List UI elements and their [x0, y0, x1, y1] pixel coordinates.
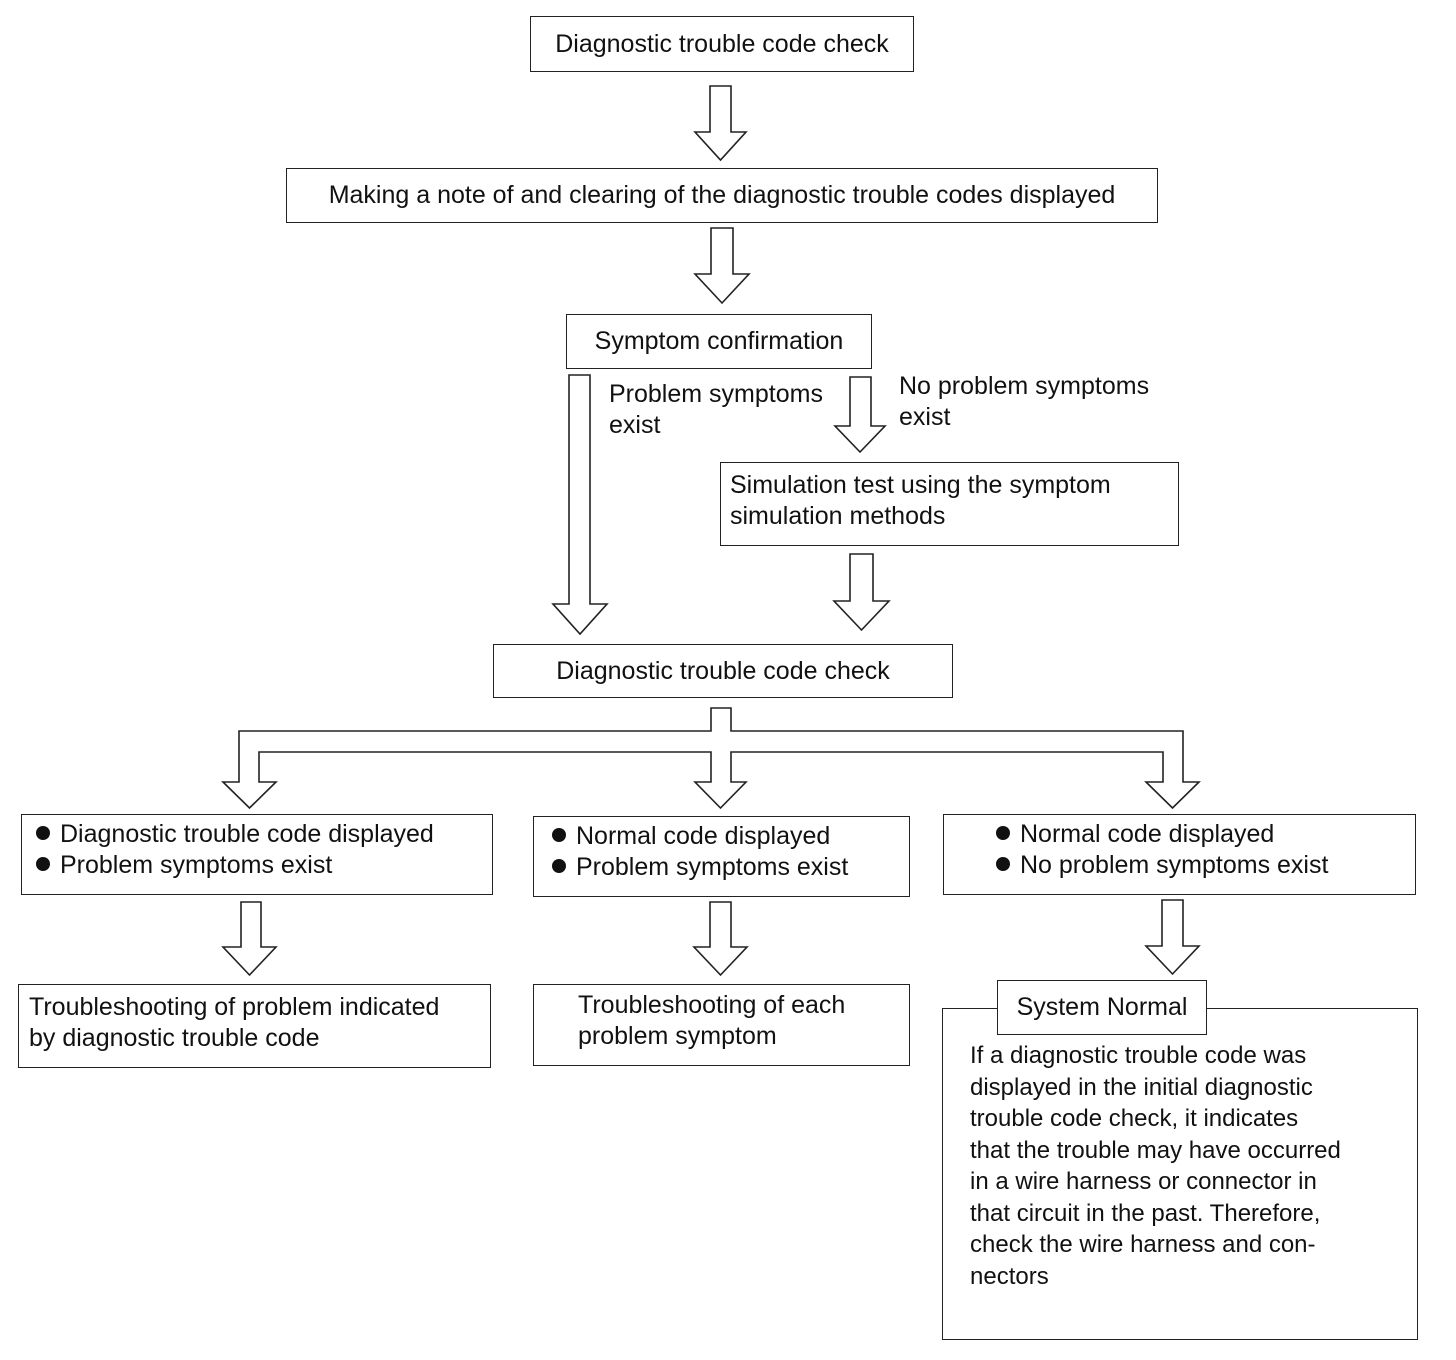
- case-a-item-1: Diagnostic trouble code displayed: [36, 819, 492, 850]
- result-a-line-2: by diagnostic trouble code: [29, 1024, 320, 1052]
- edge-label-problem-exist-line-1: Problem symptoms: [609, 380, 823, 408]
- arrow-no-problem-exist: [833, 376, 887, 454]
- case-c-item-2: No problem symptoms exist: [996, 850, 1415, 881]
- second-dtc-check-label: Diagnostic trouble code check: [556, 656, 890, 685]
- case-b-item-2-text: Problem symptoms exist: [576, 853, 849, 881]
- note-line-7: check the wire harness and con-: [970, 1231, 1316, 1258]
- edge-label-no-problem-exist: No problem symptoms exist: [899, 371, 1149, 433]
- start-dtc-check-label: Diagnostic trouble code check: [555, 29, 889, 58]
- edge-label-problem-exist-line-2: exist: [609, 411, 661, 439]
- edge-label-problem-exist: Problem symptoms exist: [609, 379, 823, 441]
- simulation-test-line-2: simulation methods: [730, 502, 946, 530]
- bullet-icon: [552, 828, 566, 842]
- system-normal-title: System Normal: [1016, 993, 1188, 1021]
- simulation-test-box: Simulation test using the symptom simula…: [720, 462, 1179, 546]
- bullet-icon: [996, 826, 1010, 840]
- start-dtc-check-box: Diagnostic trouble code check: [530, 16, 914, 72]
- case-c-item-2-text: No problem symptoms exist: [1020, 851, 1329, 879]
- symptom-confirmation-box: Symptom confirmation: [566, 314, 872, 369]
- case-c-item-1-text: Normal code displayed: [1020, 820, 1275, 848]
- note-line-8: nectors: [970, 1262, 1049, 1290]
- system-normal-title-box: System Normal: [997, 980, 1207, 1035]
- note-line-4: that the trouble may have occurred: [970, 1136, 1341, 1164]
- edge-label-no-problem-exist-line-2: exist: [899, 403, 951, 431]
- second-dtc-check-box: Diagnostic trouble code check: [493, 644, 953, 698]
- arrow-case-c-to-normal: [1144, 899, 1201, 976]
- case-c-item-1: Normal code displayed: [996, 819, 1415, 850]
- case-normal-code-no-problem-box: Normal code displayed No problem symptom…: [943, 814, 1416, 895]
- system-normal-note-box: If a diagnostic trouble code was display…: [942, 1008, 1418, 1340]
- case-b-item-2: Problem symptoms exist: [552, 852, 909, 883]
- case-dtc-displayed-box: Diagnostic trouble code displayed Proble…: [21, 814, 493, 895]
- arrow-case-b-to-result: [692, 901, 749, 977]
- system-normal-note: If a diagnostic trouble code was display…: [970, 1040, 1389, 1292]
- edge-label-no-problem-exist-line-1: No problem symptoms: [899, 372, 1150, 400]
- arrow-problem-exist: [551, 374, 609, 636]
- case-b-item-1-text: Normal code displayed: [576, 822, 831, 850]
- note-line-6: that circuit in the past. Therefore,: [970, 1199, 1321, 1227]
- simulation-test-line-1: Simulation test using the symptom: [730, 471, 1111, 499]
- note-line-1: If a diagnostic trouble code was: [970, 1042, 1307, 1069]
- note-line-5: in a wire harness or connector in: [970, 1168, 1317, 1195]
- bullet-icon: [552, 859, 566, 873]
- note-and-clear-box: Making a note of and clearing of the dia…: [286, 168, 1158, 223]
- arrow-simulation-to-check: [832, 553, 891, 632]
- case-a-item-2: Problem symptoms exist: [36, 850, 492, 881]
- case-a-item-1-text: Diagnostic trouble code displayed: [60, 820, 434, 848]
- case-a-item-2-text: Problem symptoms exist: [60, 851, 333, 879]
- result-troubleshoot-symptom-box: Troubleshooting of each problem symptom: [533, 984, 910, 1066]
- note-line-3: trouble code check, it indicates: [970, 1105, 1299, 1132]
- case-normal-code-problem-box: Normal code displayed Problem symptoms e…: [533, 816, 910, 897]
- result-b-line-1: Troubleshooting of each: [578, 991, 846, 1019]
- bullet-icon: [36, 826, 50, 840]
- case-b-item-1: Normal code displayed: [552, 821, 909, 852]
- note-line-2: displayed in the initial diagnostic: [970, 1073, 1313, 1101]
- arrow-start-to-note: [693, 85, 748, 162]
- note-and-clear-label: Making a note of and clearing of the dia…: [328, 181, 1116, 209]
- symptom-confirmation-label: Symptom confirmation: [594, 327, 844, 355]
- bullet-icon: [996, 857, 1010, 871]
- bullet-icon: [36, 857, 50, 871]
- result-a-line-1: Troubleshooting of problem indicated: [29, 993, 440, 1021]
- arrow-note-to-symptom: [693, 227, 751, 305]
- arrow-split-three-way: [221, 707, 1201, 810]
- arrow-case-a-to-result: [221, 901, 278, 977]
- result-b-line-2: problem symptom: [578, 1022, 777, 1050]
- result-troubleshoot-dtc-box: Troubleshooting of problem indicated by …: [18, 984, 491, 1068]
